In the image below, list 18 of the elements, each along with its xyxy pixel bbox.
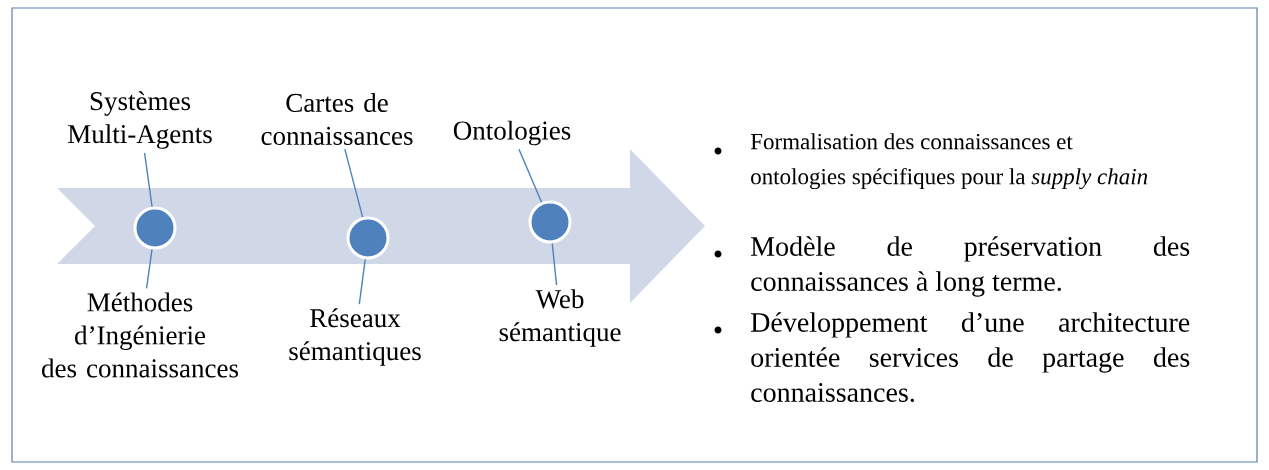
- timeline-dot: [133, 206, 177, 250]
- node-label: Systèmes Multi-Agents: [68, 91, 212, 149]
- node-label: Méthodes d’Ingénierie des connaissances: [42, 292, 238, 378]
- leader-line: [344, 148, 364, 218]
- leader-line: [518, 148, 543, 203]
- leader-line: [358, 258, 366, 305]
- leader-line: [551, 242, 558, 286]
- leader-line: [145, 248, 153, 289]
- leader-line: [143, 152, 153, 208]
- node-label: Cartes de connaissances: [261, 93, 413, 145]
- timeline-dot: [346, 216, 390, 260]
- bullet-text: Modèle de préservation des connaissances à long terme.: [751, 236, 1190, 297]
- bullet-text: Développement d’une architecture orientée services de partage des connaissances.: [751, 312, 1190, 403]
- timeline-dot: [528, 200, 572, 244]
- node-label: Réseaux sémantiques: [289, 308, 421, 366]
- bullet-text: Formalisation des connaissances et ontologies spécifiques pour la supply chain: [750, 133, 1148, 190]
- node-label: Ontologies: [453, 120, 571, 146]
- node-label: Web sémantique: [499, 289, 621, 347]
